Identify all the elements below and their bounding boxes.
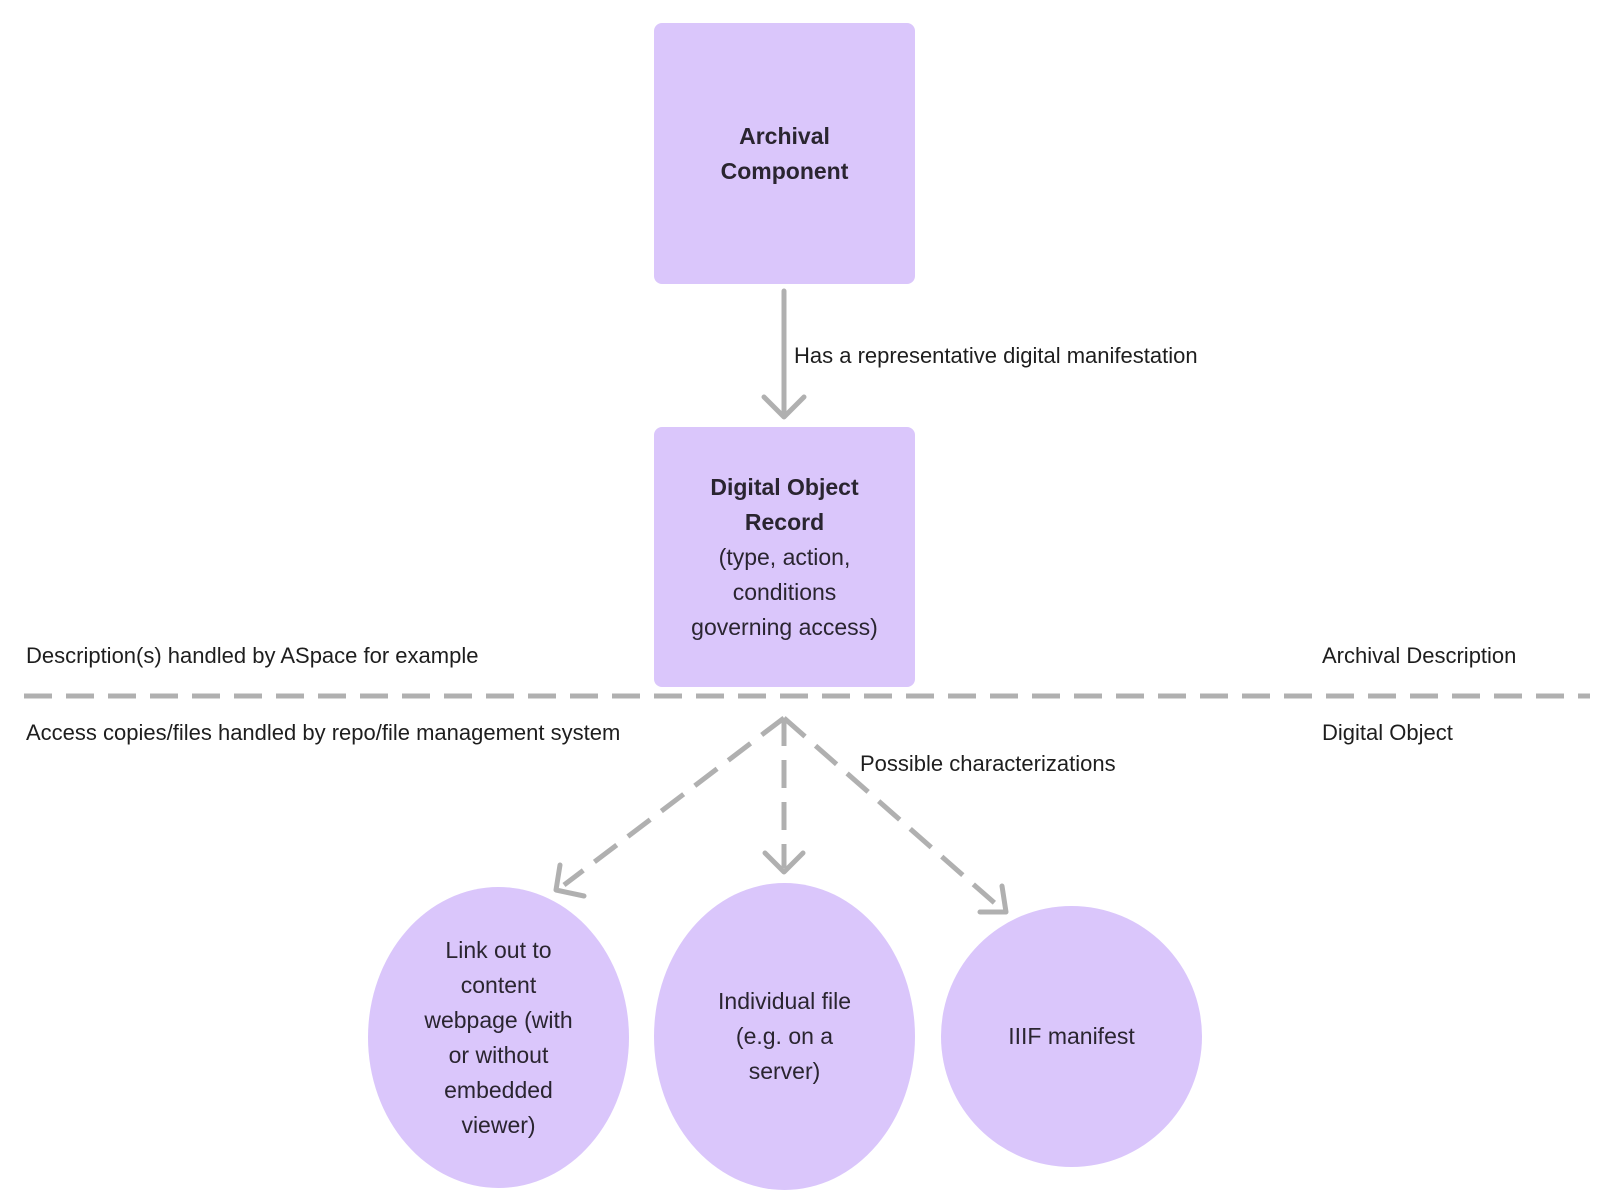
zone-upper-left-label: Description(s) handled by ASpace for exa…	[26, 643, 479, 668]
zone-lower-right-label: Digital Object	[1322, 720, 1453, 745]
iiif-manifest-text: IIIF manifest	[1008, 1023, 1135, 1049]
zone-upper-right-label: Archival Description	[1322, 643, 1517, 668]
has-representation-arrow-head	[761, 394, 807, 420]
characterization-arrow-iiif-shaft	[782, 716, 1000, 908]
has-representation-label: Has a representative digital manifestati…	[794, 343, 1198, 368]
possible-characterizations-label: Possible characterizations	[860, 751, 1116, 776]
iiif-manifest-node: IIIF manifest	[941, 906, 1202, 1167]
digital-object-record-subtitle: (type, action, conditions governing acce…	[691, 543, 878, 640]
characterization-arrow-file-head	[762, 850, 806, 875]
link-out-node: Link out to content webpage (with or wit…	[368, 887, 629, 1188]
individual-file-node: Individual file (e.g. on a server)	[654, 883, 915, 1190]
zone-lower-left-label: Access copies/files handled by repo/file…	[26, 720, 621, 745]
characterization-arrow-iiif-head	[977, 883, 1009, 915]
archival-component-node: Archival Component	[654, 23, 915, 284]
link-out-text: Link out to content webpage (with or wit…	[424, 936, 573, 1138]
individual-file-text: Individual file (e.g. on a server)	[718, 988, 851, 1084]
archival-component-title: Archival Component	[720, 122, 849, 184]
characterization-arrow-link-head	[553, 862, 587, 899]
digital-object-record-title: Digital Object Record	[710, 473, 859, 535]
digital-object-record-node: Digital Object Record (type, action, con…	[654, 427, 915, 687]
characterization-arrow-link-shaft	[562, 716, 786, 887]
